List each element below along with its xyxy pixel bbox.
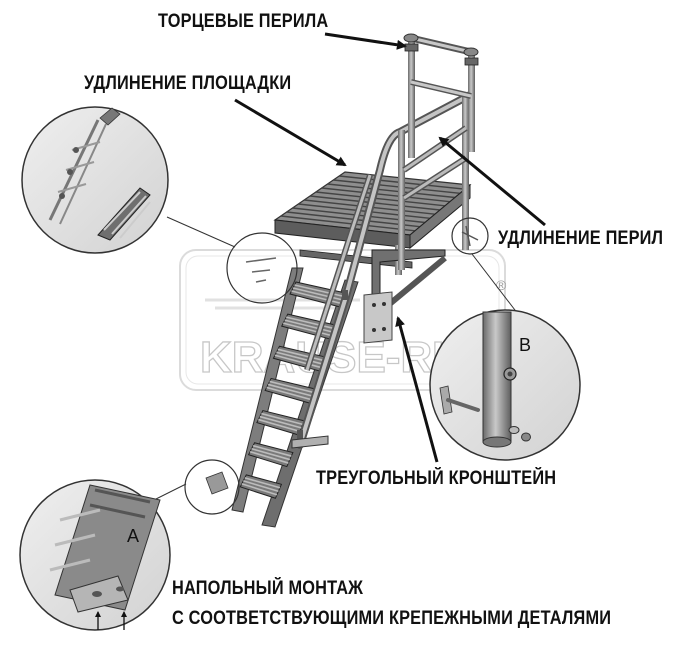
callout-rail-extension: УДЛИНЕНИЕ ПЕРИЛ (498, 228, 664, 249)
callout-triangle-bracket: ТРЕУГОЛЬНЫЙ КРОНШТЕЙН (316, 468, 557, 489)
detail-circle-a (19, 479, 171, 631)
grating-bar (327, 183, 456, 199)
callout-floor-mount-title: НАПОЛЬНЫЙ МОНТАЖ (172, 578, 364, 599)
grating-bar (280, 215, 416, 232)
detail-b-letter: B (519, 335, 532, 355)
callout-arrows (95, 32, 546, 630)
stair-step (239, 474, 283, 499)
grating-bar (315, 191, 446, 207)
detail-circle-upper (21, 106, 169, 254)
rail-extension (398, 95, 469, 270)
grating-bar (298, 203, 431, 220)
grating-bar (321, 187, 451, 203)
detail-marker-upper (226, 232, 298, 304)
stair-step (247, 442, 294, 468)
grating-bar (333, 179, 461, 195)
triangle-bracket (363, 249, 447, 344)
detail-marker-a (184, 459, 240, 515)
detail-marker-b (451, 217, 489, 255)
detail-a-letter: A (127, 526, 140, 546)
callout-end-rails: ТОРЦЕВЫЕ ПЕРИЛА (158, 11, 329, 32)
watermark-registered-mark: ® (496, 277, 507, 293)
callout-platform-extension: УДЛИНЕНИЕ ПЛОЩАДКИ (84, 73, 292, 94)
stair-step (264, 377, 317, 404)
callout-floor-mount-subtitle: С СООТВЕТСТВУЮЩИМИ КРЕПЕЖНЫМИ ДЕТАЛЯМИ (172, 608, 612, 629)
end-rails (403, 33, 479, 158)
detail-circle-b (429, 309, 581, 461)
